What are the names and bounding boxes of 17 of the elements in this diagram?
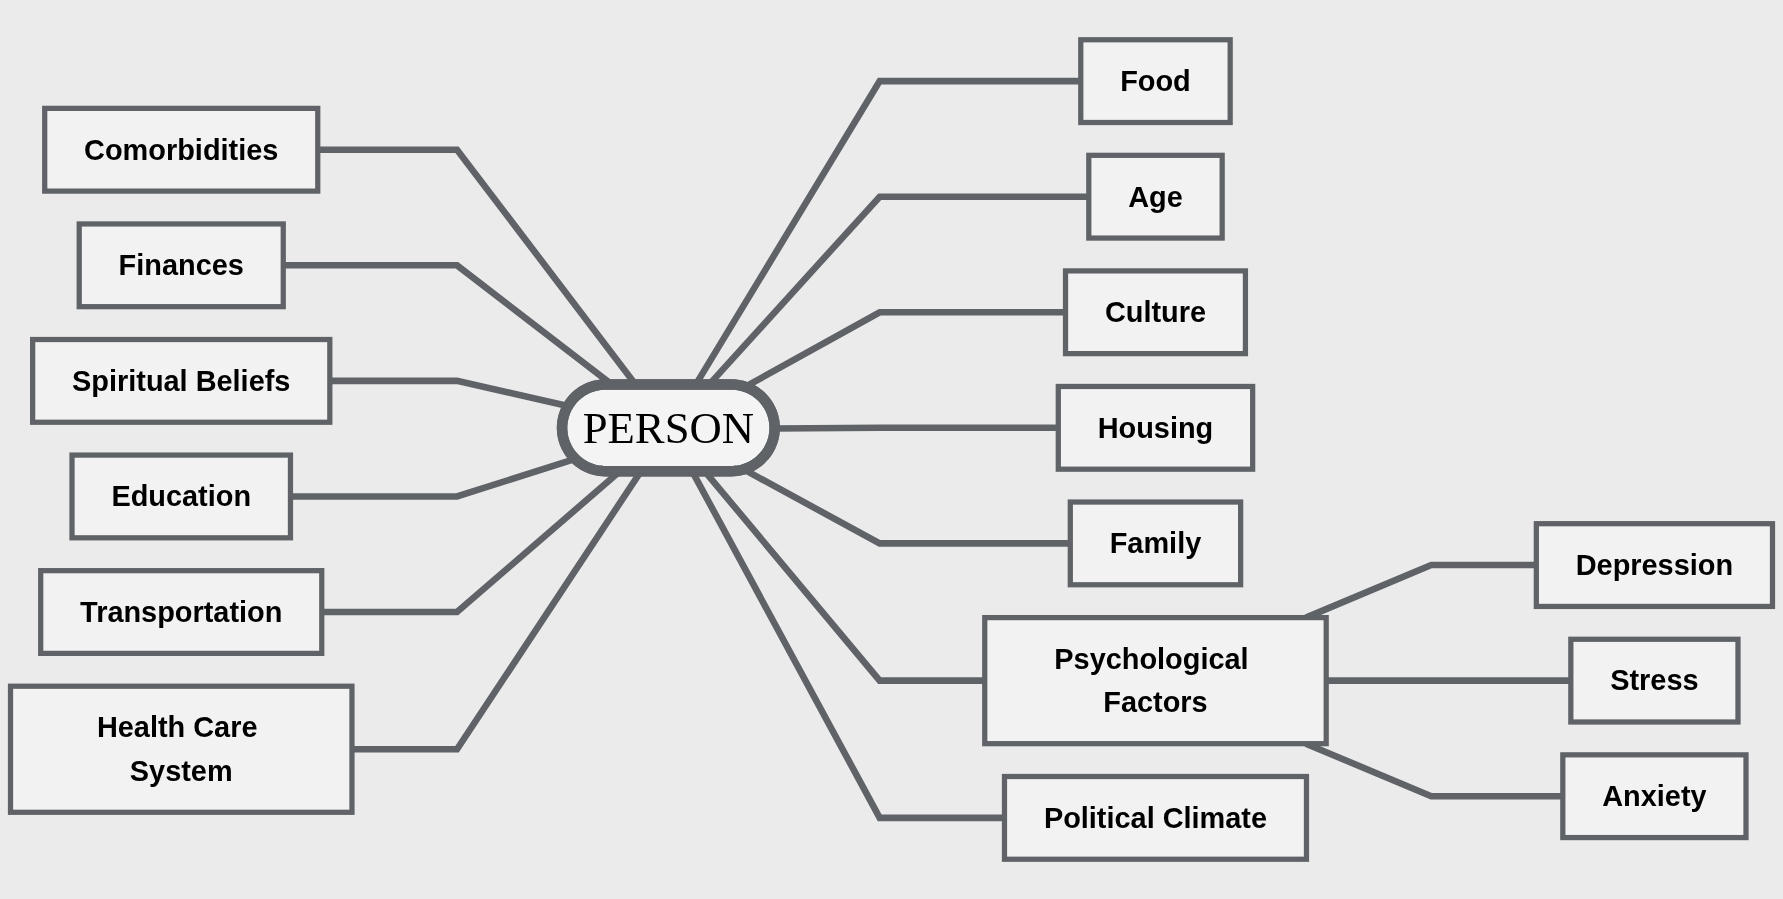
node-box: Food — [1078, 37, 1233, 126]
node-box: Depression — [1533, 521, 1776, 610]
node-box: Spiritual Beliefs — [30, 336, 333, 425]
node-box: Anxiety — [1560, 752, 1749, 841]
node-box: Culture — [1062, 268, 1249, 357]
node-box: Comorbidities — [42, 105, 321, 194]
node-box: Transportation — [38, 568, 325, 656]
node-box: Finances — [76, 221, 286, 310]
node-box: Age — [1086, 152, 1225, 241]
node-box: Family — [1067, 499, 1244, 588]
node-box: Education — [69, 452, 294, 541]
node-box: Housing — [1055, 383, 1256, 472]
node-box: Political Climate — [1001, 773, 1310, 862]
connector — [1326, 677, 1571, 684]
node-box: Health Care System — [7, 683, 355, 815]
node-box: Stress — [1568, 636, 1741, 725]
node-box: Psychological Factors — [982, 614, 1329, 747]
